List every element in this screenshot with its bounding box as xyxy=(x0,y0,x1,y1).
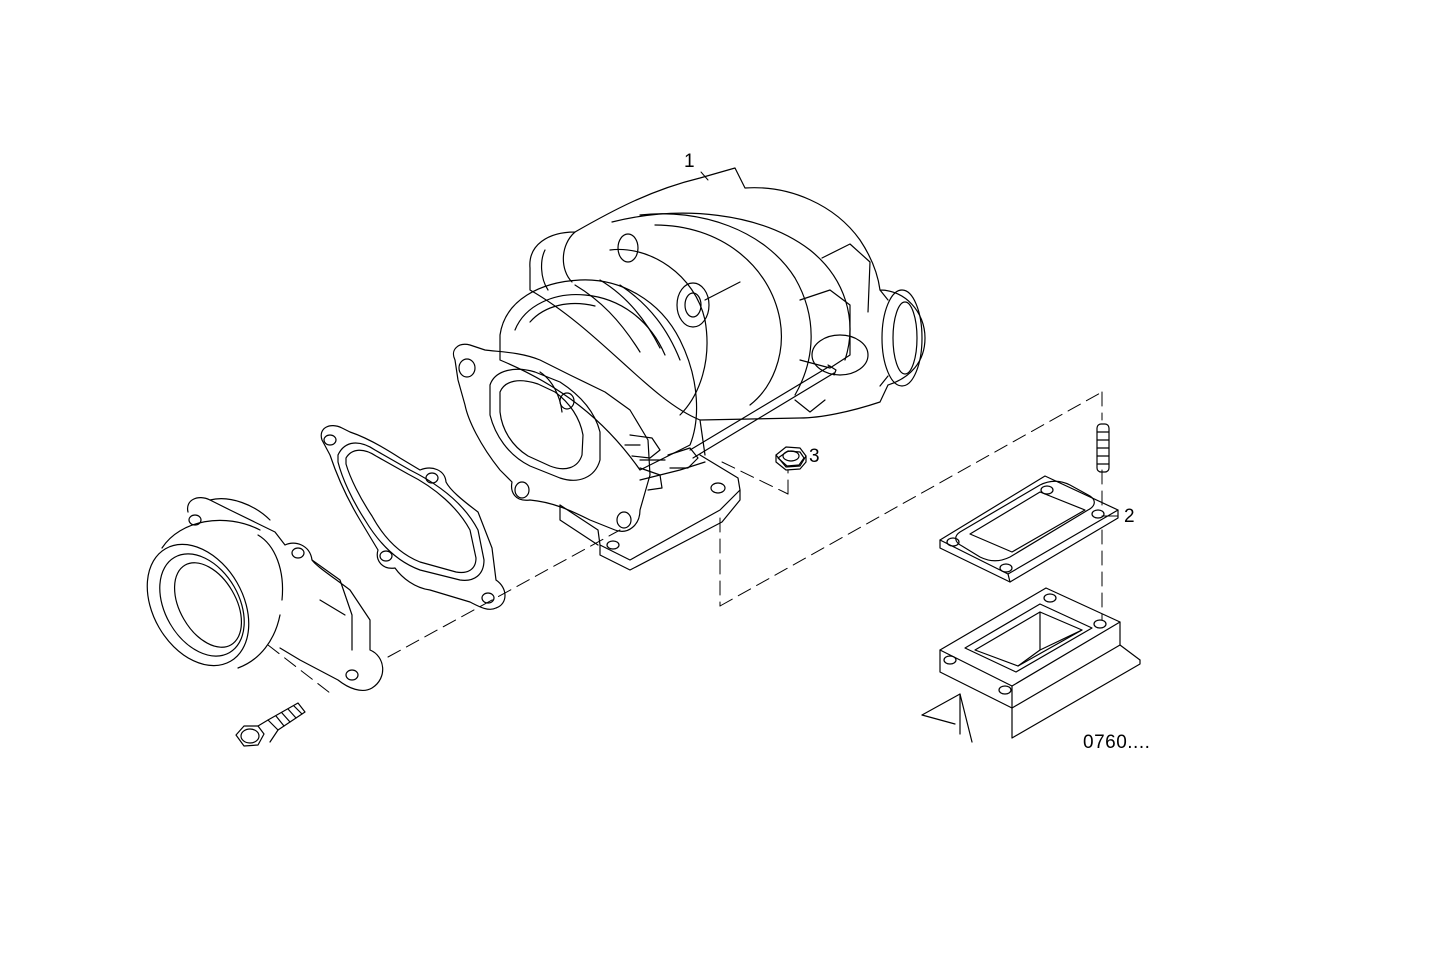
turbocharger-part xyxy=(453,168,925,570)
manifold-port-part xyxy=(922,588,1140,742)
exhaust-elbow-part xyxy=(127,498,383,691)
bolt-part xyxy=(236,703,305,746)
callout-label-2: 2 xyxy=(1124,506,1135,527)
stud-part xyxy=(1097,424,1109,472)
flange-gasket-part xyxy=(940,476,1118,582)
callout-label-3: 3 xyxy=(809,446,820,467)
turbo-gasket-part xyxy=(321,426,505,610)
callout-label-1: 1 xyxy=(684,151,695,172)
reference-code: 0760.... xyxy=(1083,732,1151,753)
callout-leaders xyxy=(701,172,1118,516)
assembly-dash-lines xyxy=(268,392,1102,693)
hex-nut-part xyxy=(776,447,806,470)
